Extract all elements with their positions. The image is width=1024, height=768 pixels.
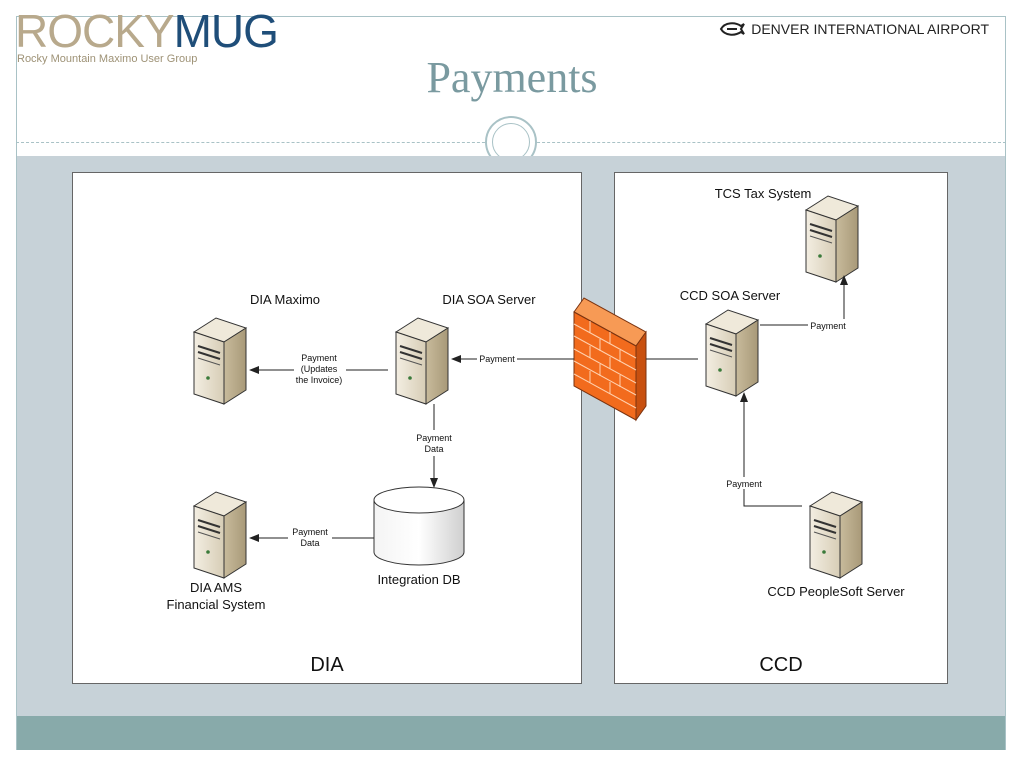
edge-label: Payment	[810, 321, 846, 331]
edge-peoplesoft-to-ccd	[740, 392, 802, 507]
panel-label-ccd: CCD	[759, 654, 802, 676]
edge-label: Payment	[301, 353, 337, 363]
dia-logo: DENVER INTERNATIONAL AIRPORT	[719, 20, 989, 38]
dia-maximo-server-icon	[193, 317, 247, 405]
integration-db-icon	[373, 486, 465, 566]
dia-ams-server-icon	[193, 491, 247, 579]
ccd-peoplesoft-server-icon	[809, 491, 863, 579]
rockymug-logo: ROCKYMUG	[15, 5, 279, 57]
footer-band	[17, 716, 1005, 750]
firewall-icon	[573, 297, 647, 422]
node-label-ccd-peoplesoft: CCD PeopleSoft Server	[767, 584, 905, 599]
ccd-panel	[614, 172, 948, 684]
edge-label: the Invoice)	[296, 375, 343, 385]
edge-label: Data	[424, 444, 443, 454]
logo-subtitle: Rocky Mountain Maximo User Group	[17, 53, 198, 65]
edge-label: Payment	[292, 527, 328, 537]
node-label-dia-maximo: DIA Maximo	[250, 292, 320, 307]
node-label-tcs-tax: TCS Tax System	[715, 186, 812, 201]
node-label-dia-ams-2: Financial System	[167, 597, 266, 612]
panel-label-dia: DIA	[310, 654, 344, 676]
edge-label: Payment	[479, 354, 515, 364]
edge-label: Payment	[726, 479, 762, 489]
node-label-dia-soa: DIA SOA Server	[442, 292, 536, 307]
edge-label: Data	[300, 538, 319, 548]
tcs-tax-server-icon	[805, 195, 859, 283]
airport-name: DENVER INTERNATIONAL AIRPORT	[751, 21, 989, 37]
airplane-icon	[720, 22, 746, 36]
page-title: Payments	[426, 53, 598, 102]
dia-panel	[72, 172, 582, 684]
header-rule	[214, 16, 1006, 17]
node-label-dia-ams: DIA AMS	[190, 580, 242, 595]
dia-soa-server-icon	[395, 317, 449, 405]
node-label-ccd-soa: CCD SOA Server	[680, 288, 781, 303]
ccd-soa-server-icon	[705, 309, 759, 397]
edge-label: (Updates	[301, 364, 338, 374]
edge-label: Payment	[416, 433, 452, 443]
node-label-integration-db: Integration DB	[377, 572, 460, 587]
